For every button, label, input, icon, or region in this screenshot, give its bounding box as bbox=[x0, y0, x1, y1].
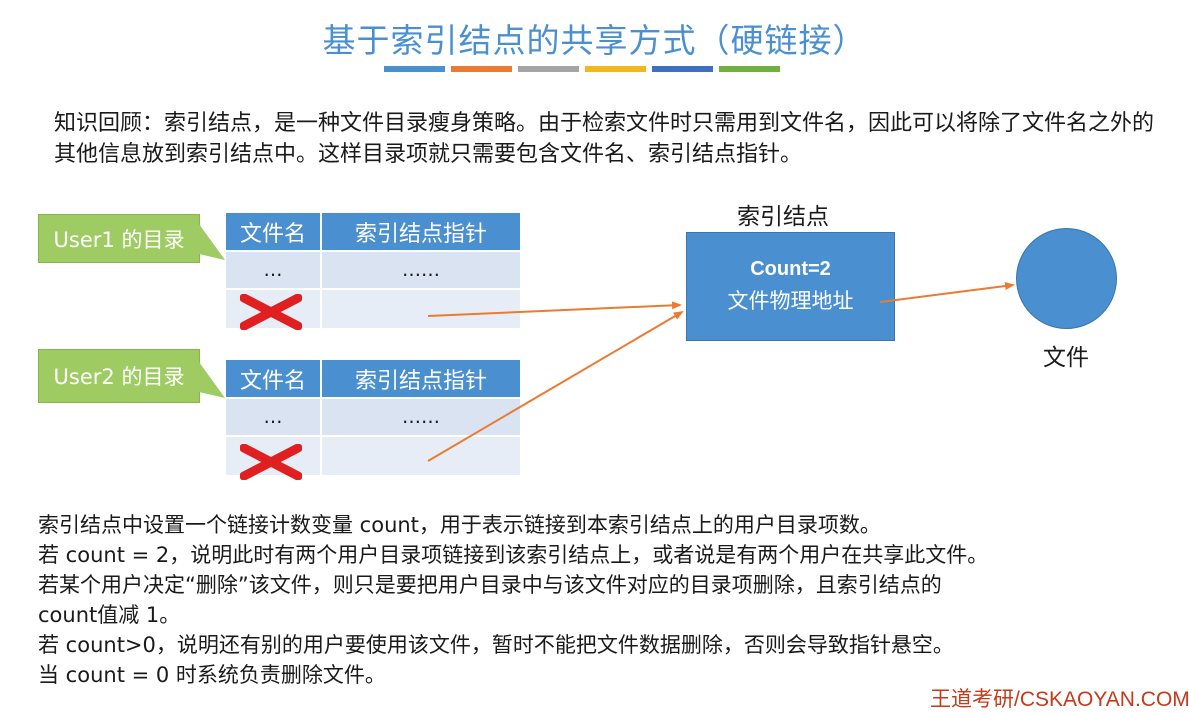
footer-brand: 王道考研/CSKAOYAN.COM bbox=[930, 688, 1189, 711]
cell-pointer: …… bbox=[321, 398, 521, 436]
header-filename: 文件名 bbox=[225, 212, 321, 251]
slide-title: 基于索引结点的共享方式（硬链接） bbox=[322, 21, 867, 60]
file-label: 文件 bbox=[1043, 345, 1089, 371]
title-bar bbox=[451, 66, 512, 72]
header-inode-pointer: 索引结点指针 bbox=[321, 212, 521, 251]
table-row: … …… bbox=[225, 251, 521, 289]
note-line: 若某个用户决定“删除”该文件，则只是要把用户目录中与该文件对应的目录项删除，且索… bbox=[38, 573, 942, 597]
table-row: … …… bbox=[225, 398, 521, 436]
user1-callout: User1 的目录 bbox=[38, 214, 200, 263]
note-line: count值减 1。 bbox=[38, 603, 181, 627]
note-line: 索引结点中设置一个链接计数变量 count，用于表示链接到本索引结点上的用户目录… bbox=[38, 513, 881, 537]
cell-pointer-link bbox=[321, 289, 521, 329]
delete-x-icon bbox=[240, 294, 302, 330]
cell-filename: … bbox=[225, 398, 321, 436]
header-inode-pointer: 索引结点指针 bbox=[321, 359, 521, 398]
user2-callout-tail bbox=[199, 362, 225, 398]
user2-callout: User2 的目录 bbox=[38, 349, 200, 403]
inode-count: Count=2 bbox=[750, 258, 831, 280]
cell-pointer-link bbox=[321, 436, 521, 476]
user1-pointer-arrow bbox=[427, 301, 682, 317]
title-color-bars bbox=[384, 66, 780, 72]
inode-physical-address: 文件物理地址 bbox=[727, 289, 854, 313]
title-bar bbox=[518, 66, 579, 72]
cell-pointer: …… bbox=[321, 251, 521, 289]
inode-label: 索引结点 bbox=[737, 204, 829, 230]
title-bar bbox=[652, 66, 713, 72]
title-bar bbox=[719, 66, 780, 72]
delete-x-icon bbox=[240, 444, 302, 480]
title-bar bbox=[384, 66, 445, 72]
cell-filename: … bbox=[225, 251, 321, 289]
inode-to-file-arrow bbox=[879, 282, 1015, 303]
user2-pointer-arrow bbox=[427, 310, 684, 462]
inode-box: Count=2 文件物理地址 bbox=[686, 232, 895, 341]
note-line: 若 count>0，说明还有别的用户要使用该文件，暂时不能把文件数据删除，否则会… bbox=[38, 633, 954, 657]
file-circle bbox=[1016, 228, 1117, 329]
title-bar bbox=[585, 66, 646, 72]
note-line: 若 count = 2，说明此时有两个用户目录项链接到该索引结点上，或者说是有两… bbox=[38, 543, 989, 567]
intro-paragraph: 知识回顾：索引结点，是一种文件目录瘦身策略。由于检索文件时只需用到文件名，因此可… bbox=[54, 111, 1155, 167]
table-header-row: 文件名 索引结点指针 bbox=[225, 359, 521, 398]
header-filename: 文件名 bbox=[225, 359, 321, 398]
explanation-notes: 索引结点中设置一个链接计数变量 count，用于表示链接到本索引结点上的用户目录… bbox=[38, 510, 988, 690]
table-header-row: 文件名 索引结点指针 bbox=[225, 212, 521, 251]
note-line: 当 count = 0 时系统负责删除文件。 bbox=[38, 663, 386, 687]
user1-directory-table: 文件名 索引结点指针 … …… bbox=[225, 212, 521, 329]
user1-callout-tail bbox=[199, 224, 225, 260]
